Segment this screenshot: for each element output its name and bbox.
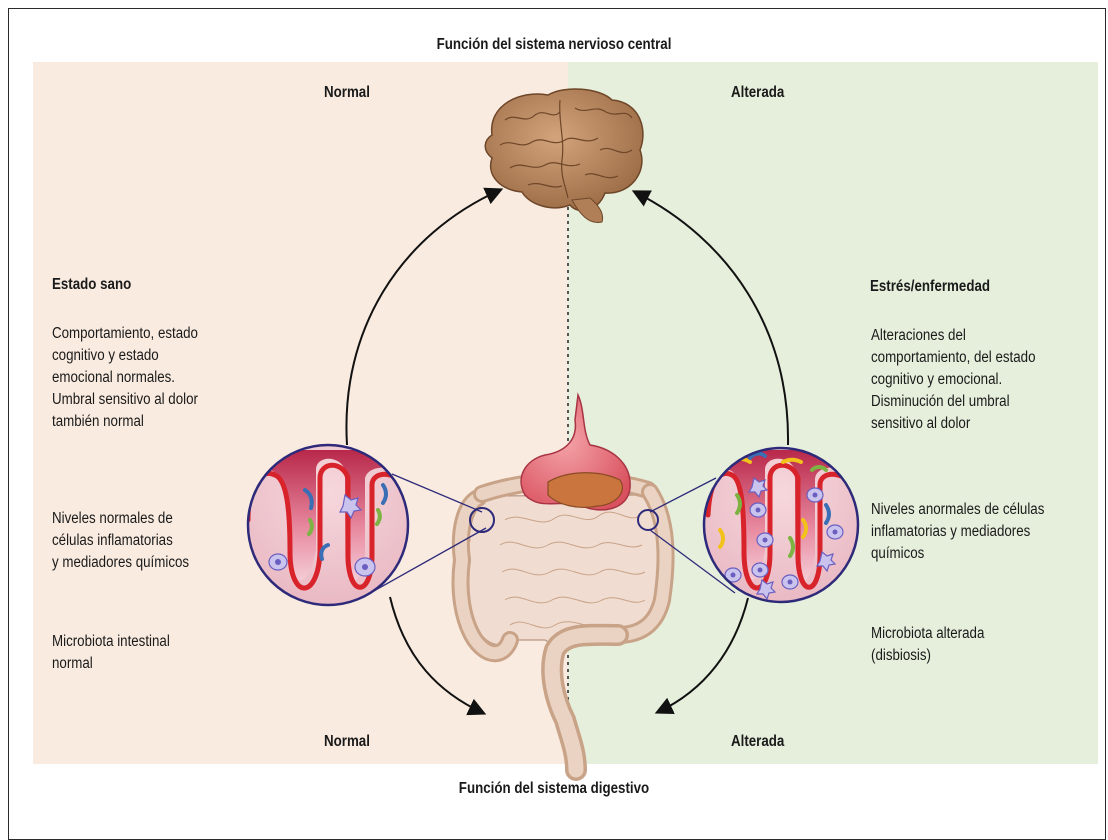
digestive-system-icon [461, 395, 666, 770]
healthy-inflammation-text: Niveles normales de células inflamatoria… [52, 508, 189, 574]
healthy-behavior-text: Comportamiento, estado cognitivo y estad… [52, 323, 198, 433]
arrow-up-left [346, 190, 500, 445]
normal-mucosa-lens-icon [240, 445, 420, 605]
normal-digestive-label: Normal [324, 731, 370, 753]
arrow-down-right [658, 598, 748, 712]
cns-function-title: Función del sistema nervioso central [382, 34, 726, 56]
altered-digestive-label: Alterada [731, 731, 784, 753]
altered-microbiota-text: Microbiota alterada (disbiosis) [871, 623, 984, 667]
digestive-function-title: Función del sistema digestivo [382, 778, 726, 800]
altered-behavior-text: Alteraciones del comportamiento, del est… [871, 325, 1036, 435]
normal-cns-label: Normal [324, 82, 370, 104]
altered-inflammation-text: Niveles anormales de células inflamatori… [871, 499, 1044, 565]
arrow-up-right [635, 192, 788, 445]
brain-icon [485, 89, 643, 223]
stress-disease-heading: Estrés/enfermedad [870, 276, 990, 298]
altered-cns-label: Alterada [731, 82, 784, 104]
healthy-state-heading: Estado sano [52, 274, 131, 296]
healthy-microbiota-text: Microbiota intestinal normal [52, 631, 170, 675]
altered-mucosa-lens-icon [700, 448, 860, 602]
